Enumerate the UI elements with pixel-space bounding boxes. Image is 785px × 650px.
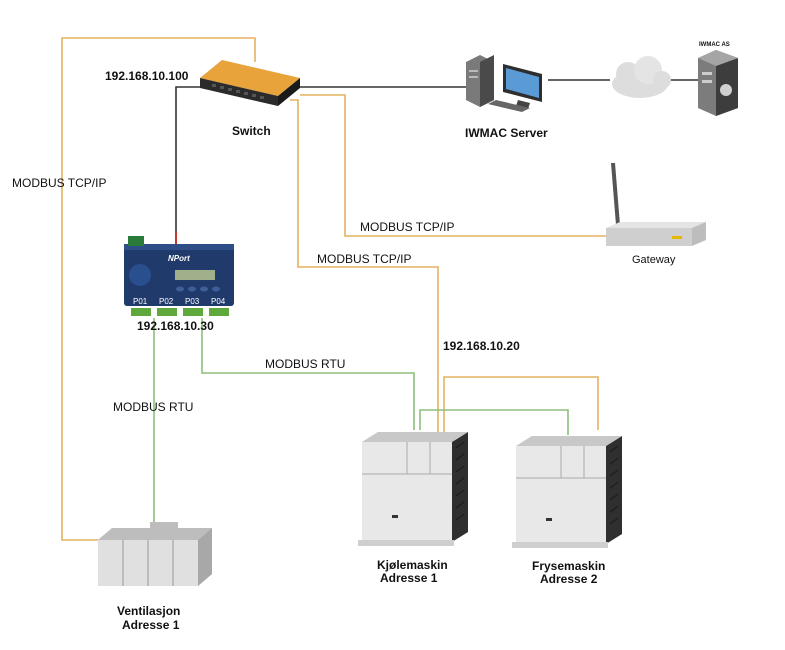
server-label: IWMAC Server	[465, 126, 548, 140]
chiller-1-address: Adresse 1	[380, 571, 438, 585]
ventilation-address: Adresse 1	[122, 618, 180, 632]
chiller-2-unit	[512, 436, 622, 548]
chiller-2-name: Frysemaskin	[532, 559, 605, 573]
gateway-label: Gateway	[632, 254, 676, 266]
link-chiller1-chiller2-rtu	[419, 409, 569, 435]
chiller-1-unit	[358, 432, 468, 546]
nport-port-3: P03	[185, 297, 200, 306]
link-switch-chiller1-tcp	[290, 99, 439, 435]
chiller-2-address: Adresse 2	[540, 572, 598, 586]
cloud-server-label: IWMAC AS	[699, 42, 730, 48]
nport-port-2: P02	[159, 297, 174, 306]
nport-device	[124, 236, 234, 316]
ventilation-name: Ventilasjon	[117, 604, 180, 618]
label-modbus-tcp-mid: MODBUS TCP/IP	[317, 252, 411, 266]
connections	[61, 37, 698, 541]
chiller-1-name: Kjølemaskin	[377, 558, 448, 572]
nport-ip: 192.168.10.30	[137, 319, 214, 333]
link-chiller1-chiller2-tcp	[443, 376, 599, 435]
switch-device	[200, 60, 300, 106]
label-modbus-rtu-right: MODBUS RTU	[265, 357, 345, 371]
nport-port-4: P04	[211, 297, 226, 306]
switch-label: Switch	[232, 124, 271, 138]
link-nport-chiller1-rtu	[201, 318, 415, 430]
link-switch-ventilation-tcp	[61, 37, 256, 541]
ventilation-unit	[98, 522, 212, 586]
link-switch-gateway-tcp	[300, 94, 608, 237]
label-modbus-rtu-left: MODBUS RTU	[113, 400, 193, 414]
cloud-icon	[612, 56, 671, 98]
label-modbus-tcp-gateway: MODBUS TCP/IP	[360, 220, 454, 234]
nport-port-1: P01	[133, 297, 148, 306]
nport-brand: NPort	[168, 254, 190, 263]
link-switch-nport	[175, 86, 200, 240]
chiller-1-ip: 192.168.10.20	[443, 339, 520, 353]
cloud-server-icon	[698, 50, 738, 116]
switch-ip: 192.168.10.100	[105, 69, 189, 83]
label-modbus-tcp-left: MODBUS TCP/IP	[12, 176, 106, 190]
gateway-router-icon	[606, 162, 706, 246]
server-computer-icon	[466, 55, 542, 112]
